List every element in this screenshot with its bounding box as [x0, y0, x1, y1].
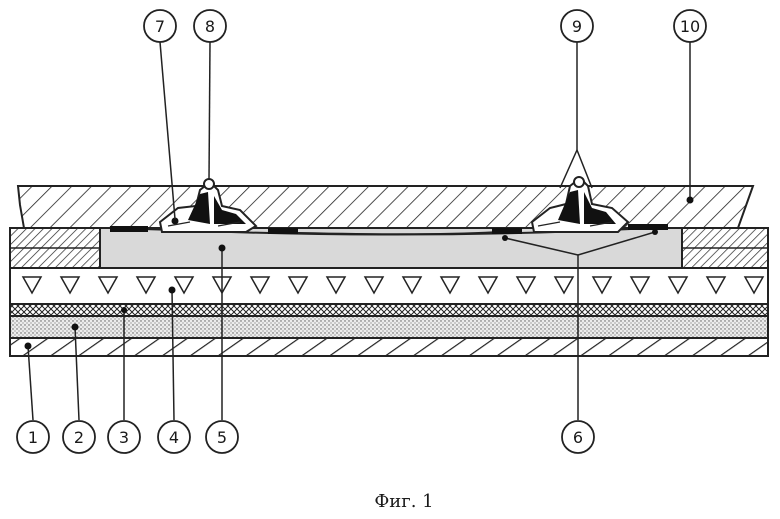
seal-strip-left: [110, 226, 148, 232]
callout-5-label: 5: [217, 428, 227, 447]
callout-4-label: 4: [169, 428, 179, 447]
callout-1-label: 1: [28, 428, 38, 447]
top-slab: [18, 186, 753, 228]
callout-2: 2: [63, 421, 95, 453]
callout-3: 3: [108, 421, 140, 453]
figure-caption: Фиг. 1: [374, 491, 433, 512]
triangle-layer: [10, 268, 768, 304]
seal-strip-mid-right: [492, 228, 522, 234]
seal-strip-mid-left: [268, 228, 298, 234]
callout-10-label: 10: [680, 17, 700, 36]
callout-10: 10: [674, 10, 706, 42]
callout-5: 5: [206, 421, 238, 453]
callout-8-label: 8: [205, 17, 215, 36]
seal-strip-right: [628, 224, 668, 230]
callout-9-label: 9: [572, 17, 582, 36]
callout-3-label: 3: [119, 428, 129, 447]
callout-4: 4: [158, 421, 190, 453]
callout-7: 7: [144, 10, 176, 42]
callout-8: 8: [194, 10, 226, 42]
callout-1: 1: [17, 421, 49, 453]
callout-6: 6: [562, 421, 594, 453]
callout-2-label: 2: [74, 428, 84, 447]
callout-6-label: 6: [573, 428, 583, 447]
callout-9: 9: [561, 10, 593, 42]
callout-7-label: 7: [155, 17, 165, 36]
